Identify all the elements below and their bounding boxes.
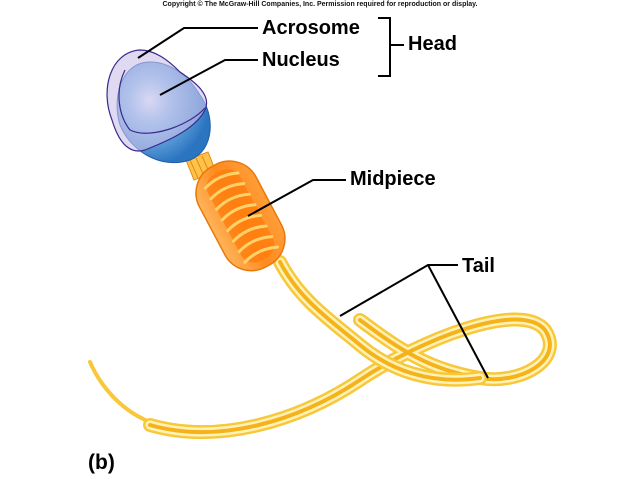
label-nucleus: Nucleus	[262, 49, 340, 71]
tail-leader-2	[427, 264, 489, 379]
tail-principal-inner	[275, 257, 485, 385]
head	[106, 49, 211, 164]
midpiece-leader	[247, 179, 346, 217]
label-midpiece: Midpiece	[350, 168, 436, 190]
label-tail: Tail	[462, 255, 495, 277]
acrosome	[106, 49, 208, 152]
midpiece	[195, 160, 286, 272]
tail-leader	[339, 264, 458, 317]
tail-end-piece	[88, 360, 152, 424]
tail	[88, 255, 557, 440]
leader-lines	[137, 17, 489, 379]
mitochondrial-spiral	[203, 171, 279, 264]
label-acrosome: Acrosome	[262, 17, 360, 39]
panel-label: (b)	[88, 451, 115, 474]
nucleus-leader	[159, 59, 258, 96]
label-head: Head	[408, 33, 457, 55]
head-bracket	[378, 17, 391, 77]
acrosome-leader	[137, 27, 258, 59]
tail-principal-core	[278, 260, 482, 382]
copyright-notice: Copyright © The McGraw-Hill Companies, I…	[162, 1, 478, 8]
tail-loop-core	[148, 317, 552, 435]
acrosome-inner-boundary	[118, 69, 206, 134]
